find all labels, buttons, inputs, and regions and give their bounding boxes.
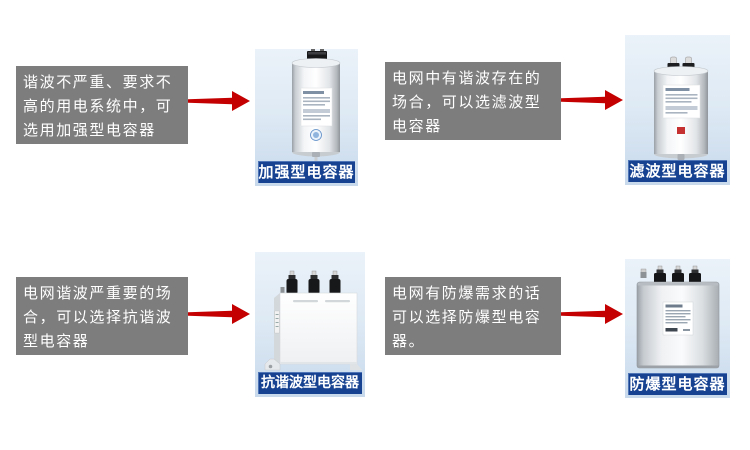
description-text: 电网谐波严重要的场 合，可以选择抗谐波 型电容器 [16,277,188,355]
arrow-right-icon [561,90,623,110]
description-text: 谐波不严重、要求不 高的用电系统中，可 选用加强型电容器 [16,66,188,144]
silver-box-capacitor-illustration [636,265,720,369]
cylindrical-capacitor-single-terminal-illustration [291,49,340,161]
product-label: 抗谐波型电容器 [258,372,362,394]
product-photo [255,252,365,372]
product-card: 防爆型电容器 [625,259,730,398]
cylindrical-capacitor-two-terminals-illustration [653,56,709,160]
product-card: 抗谐波型电容器 [255,252,365,397]
product-label: 滤波型电容器 [628,160,727,182]
product-photo [625,35,730,160]
description-text: 电网中有谐波存在的 场合，可以选滤波型 电容器 [385,62,561,140]
arrow-right-icon [188,91,250,111]
product-label: 防爆型电容器 [628,373,727,395]
product-photo [255,49,358,161]
arrow-right-icon [561,304,623,324]
white-box-capacitor-illustration [264,270,362,371]
product-photo [625,259,730,373]
product-card: 加强型电容器 [255,49,358,186]
arrow-right-icon [188,304,250,324]
description-text: 电网有防爆需求的话 可以选择防爆型电容 器。 [385,277,561,355]
product-card: 滤波型电容器 [625,35,730,185]
product-label: 加强型电容器 [258,161,355,183]
